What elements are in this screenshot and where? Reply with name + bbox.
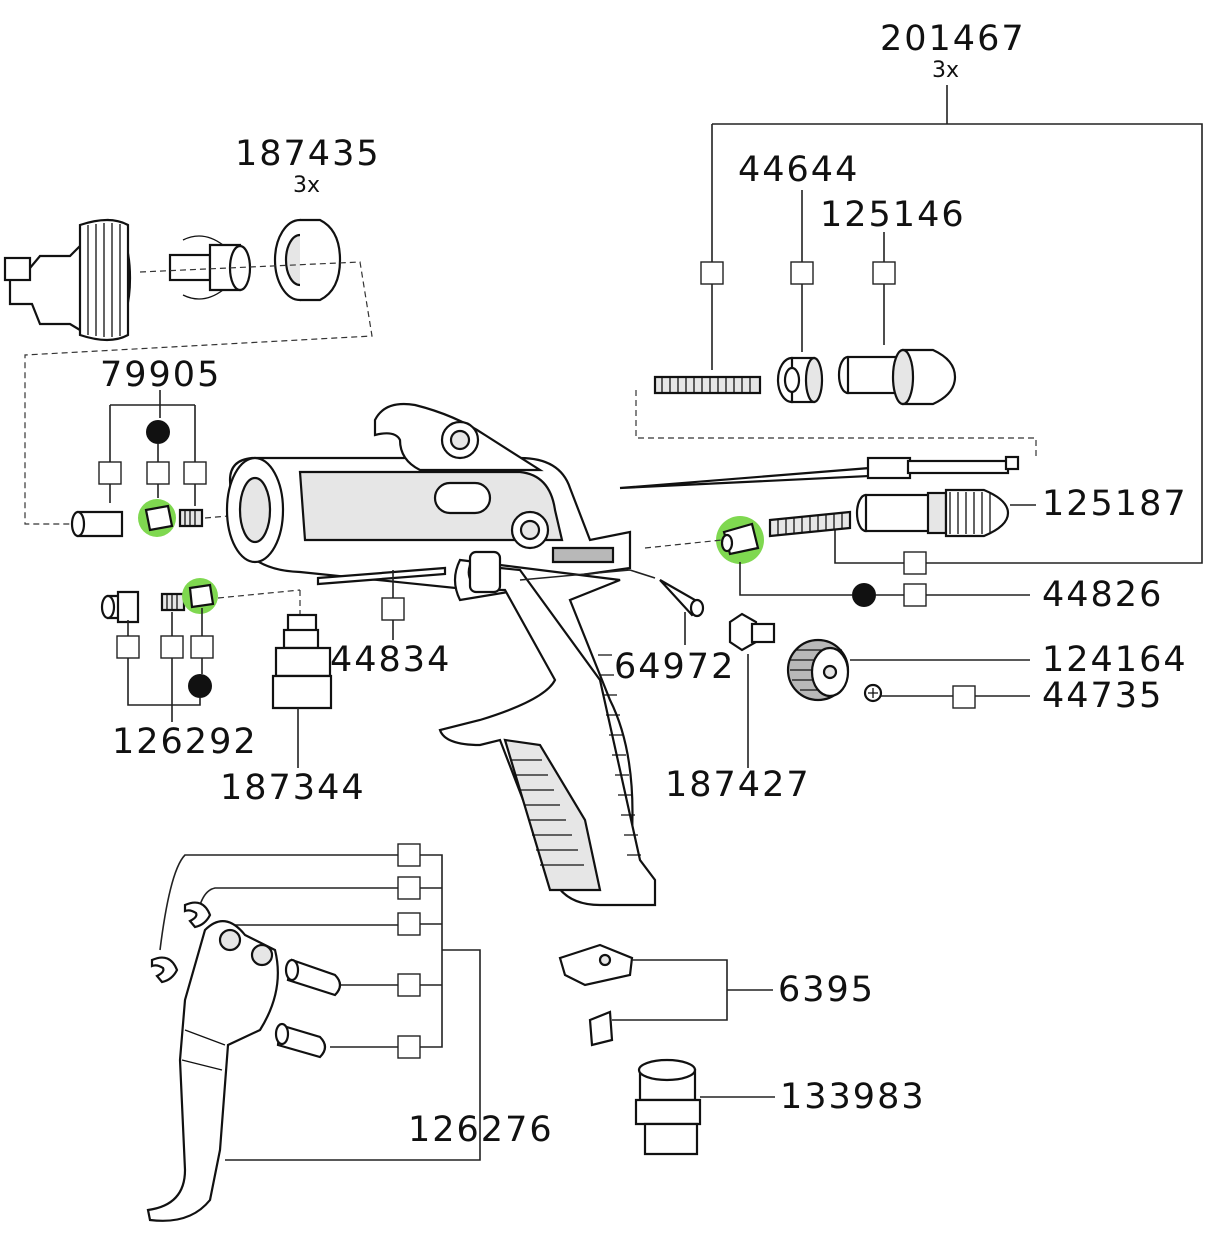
gun-body xyxy=(225,402,657,907)
label-44826: 44826 xyxy=(1042,575,1164,615)
label-44834: 44834 xyxy=(330,640,452,680)
ref-box xyxy=(952,685,976,709)
label-187344: 187344 xyxy=(220,768,366,808)
qty-187435: 3x xyxy=(293,173,321,198)
label-6395: 6395 xyxy=(778,970,876,1010)
qty-201467: 3x xyxy=(932,58,960,83)
label-187427: 187427 xyxy=(665,765,811,805)
seal-44826-highlight xyxy=(716,516,1030,607)
label-126276: 126276 xyxy=(408,1110,554,1150)
adjust-knob-125146 xyxy=(837,348,957,406)
connector-133983 xyxy=(634,1058,775,1156)
ref-box xyxy=(98,461,122,485)
label-133983: 133983 xyxy=(780,1077,926,1117)
paint-needle xyxy=(619,455,1020,490)
needle-spring xyxy=(653,375,762,395)
needle-adjust-125187 xyxy=(855,488,1036,538)
ref-box xyxy=(397,1035,421,1059)
air-connector-187344 xyxy=(271,590,333,768)
group-126292 xyxy=(100,578,218,722)
bracket-6395 xyxy=(558,943,773,1047)
screw-64972 xyxy=(659,579,705,645)
bracket-201467 xyxy=(700,85,1203,575)
black-dot-marker xyxy=(188,674,212,698)
ref-box xyxy=(190,635,214,659)
black-dot-marker xyxy=(146,420,170,444)
label-125146: 125146 xyxy=(820,195,966,235)
ref-box xyxy=(116,635,140,659)
ref-box xyxy=(903,551,927,575)
ref-box xyxy=(381,597,405,621)
bushing-44644 xyxy=(776,356,824,404)
black-dot-marker xyxy=(852,583,876,607)
screw-44735 xyxy=(863,683,1030,709)
label-201467: 201467 xyxy=(880,19,1026,59)
valve-187427 xyxy=(728,612,776,768)
air-cap-assembly-187435 xyxy=(3,218,373,525)
ref-box xyxy=(790,261,814,285)
label-187435: 187435 xyxy=(235,134,381,174)
trigger-group-126276 xyxy=(146,843,481,1222)
label-124164: 124164 xyxy=(1042,640,1188,680)
ref-box xyxy=(397,843,421,867)
group-79905 xyxy=(70,390,241,538)
ref-box xyxy=(397,973,421,997)
label-125187: 125187 xyxy=(1042,484,1188,524)
label-44735: 44735 xyxy=(1042,676,1164,716)
label-79905: 79905 xyxy=(100,355,222,395)
ref-box xyxy=(160,635,184,659)
ref-box xyxy=(700,261,724,285)
ref-box xyxy=(397,876,421,900)
knob-124164 xyxy=(786,638,1030,702)
label-44644: 44644 xyxy=(738,150,860,190)
ref-box xyxy=(903,583,927,607)
ref-box xyxy=(146,461,170,485)
label-126292: 126292 xyxy=(112,722,258,762)
ref-box xyxy=(183,461,207,485)
ref-box xyxy=(872,261,896,285)
ref-box xyxy=(397,912,421,936)
spring-125187 xyxy=(768,510,852,538)
label-64972: 64972 xyxy=(614,647,736,687)
